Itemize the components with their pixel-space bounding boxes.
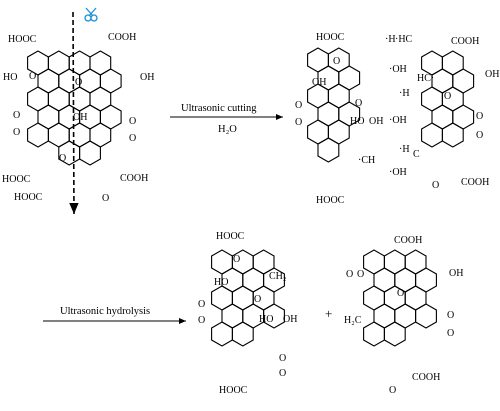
ring-oxygen: O xyxy=(476,111,483,122)
carbon-ring xyxy=(363,321,385,347)
carboxyl-label: HOOC xyxy=(216,231,245,242)
hydroxyl-label: HO xyxy=(214,277,228,288)
radical-carbon: C xyxy=(413,149,420,160)
ring-oxygen: O xyxy=(279,368,286,379)
ring-oxygen: O xyxy=(129,133,136,144)
ring-oxygen: O xyxy=(198,315,205,326)
fragment-left: HOOC O OH O O O HO OH ·CH HOOC xyxy=(295,32,383,206)
ring-oxygen: O xyxy=(447,328,454,339)
carbonyl-oxygen: O xyxy=(233,254,240,265)
radical-label: ·OH xyxy=(389,115,407,126)
carbonyl-oxygen: O xyxy=(29,71,36,82)
carboxyl-label: HOOC xyxy=(2,174,31,185)
hydroxyl-label: HO xyxy=(3,72,17,83)
epoxide-oxygen: O xyxy=(75,77,82,88)
radical-carbon: ·CH xyxy=(358,155,375,166)
step1-arrow: Ultrasonic cutting H₂O xyxy=(170,103,283,135)
ring-oxygen: O xyxy=(13,127,20,138)
hydroxyl-label: OH xyxy=(73,112,87,123)
product-left: HOOC O CH₂ HO O O O HO OH O O HOOC xyxy=(198,231,297,396)
product-right: COOH OH O O O O O H₂C O COOH xyxy=(344,235,463,396)
hydroxyl-label: OH xyxy=(283,314,297,325)
carbon-ring xyxy=(421,122,443,148)
carboxyl-label: COOH xyxy=(120,173,148,184)
ring-oxygen: O xyxy=(13,110,20,121)
ring-oxygen: O xyxy=(279,353,286,364)
epoxide-oxygen: O xyxy=(355,98,362,109)
step1-condition-bottom: H₂O xyxy=(218,124,237,135)
epoxide-oxygen: O xyxy=(254,294,261,305)
ring-oxygen: O xyxy=(357,269,364,280)
step2-arrow: Ultrasonic hydrolysis xyxy=(43,306,186,324)
carbon-ring xyxy=(211,321,233,347)
methylene-label: CH₂ xyxy=(269,271,286,282)
radical-label: ·OH xyxy=(389,64,407,75)
carbon-ring xyxy=(263,303,285,329)
ring-oxygen: O xyxy=(295,117,302,128)
carbon-ring xyxy=(317,137,340,163)
radical-label: ·H xyxy=(399,88,410,99)
carboxyl-label: HOOC xyxy=(8,34,37,45)
cut-line xyxy=(69,11,79,215)
ring-oxygen: O xyxy=(129,116,136,127)
radical-label: ·OH xyxy=(389,167,407,178)
carbon-ring xyxy=(383,321,406,347)
step2-condition: Ultrasonic hydrolysis xyxy=(60,306,150,317)
carbonyl-oxygen: O xyxy=(102,193,109,204)
carbon-ring xyxy=(27,122,49,148)
epoxide-oxygen: O xyxy=(397,288,404,299)
carboxyl-label: HOOC xyxy=(316,195,345,206)
hydroxyl-label: OH xyxy=(312,77,326,88)
carboxyl-label: HOOC xyxy=(14,192,43,203)
radical-carbon: HC· xyxy=(417,73,434,84)
methylene-label: H₂C xyxy=(344,315,362,326)
epoxide-oxygen: O xyxy=(444,91,451,102)
hydroxyl-label: OH xyxy=(449,268,463,279)
radical-label: ·H xyxy=(385,34,396,45)
hydroxyl-label: HO xyxy=(350,116,364,127)
ring-oxygen: O xyxy=(198,299,205,310)
epoxide-oxygen: O xyxy=(59,153,66,164)
carboxyl-label: HOOC xyxy=(316,32,345,43)
hydroxyl-label: OH xyxy=(140,72,154,83)
ring-oxygen: O xyxy=(346,269,353,280)
hydroxyl-label: HO xyxy=(259,314,273,325)
ring-oxygen: O xyxy=(447,310,454,321)
carboxyl-label: COOH xyxy=(461,177,489,188)
carbon-ring xyxy=(79,140,101,166)
hydroxyl-label: OH xyxy=(369,116,383,127)
carboxyl-label: COOH xyxy=(451,36,479,47)
plus-sign: + xyxy=(325,306,332,321)
carbonyl-oxygen: O xyxy=(389,385,396,396)
methine-radical: ·HC xyxy=(395,34,413,45)
ring-oxygen: O xyxy=(476,130,483,141)
radical-label: ·H xyxy=(399,144,410,155)
step1-condition-top: Ultrasonic cutting xyxy=(181,103,257,114)
hydroxyl-label: OH xyxy=(485,69,499,80)
ring-oxygen: O xyxy=(295,100,302,111)
scissors-icon xyxy=(84,7,98,22)
carbon-ring xyxy=(441,122,464,148)
carboxyl-label: COOH xyxy=(394,235,422,246)
fragment-right: ·HC COOH OH HC· O O O C O COOH xyxy=(395,34,499,191)
carboxyl-label: HOOC xyxy=(219,385,248,396)
carbonyl-oxygen: O xyxy=(333,56,340,67)
carboxyl-label: COOH xyxy=(412,372,440,383)
graphene-oxide-molecule: O O O O O O O O HOOC COOH OH HO OH HOOC … xyxy=(2,7,154,215)
carbon-ring xyxy=(231,321,254,347)
carbonyl-oxygen: O xyxy=(432,180,439,191)
radical-species: ·OH ·H ·OH ·OH ·H ·H xyxy=(385,34,410,178)
carbon-ring xyxy=(415,303,437,329)
carboxyl-label: COOH xyxy=(108,32,136,43)
